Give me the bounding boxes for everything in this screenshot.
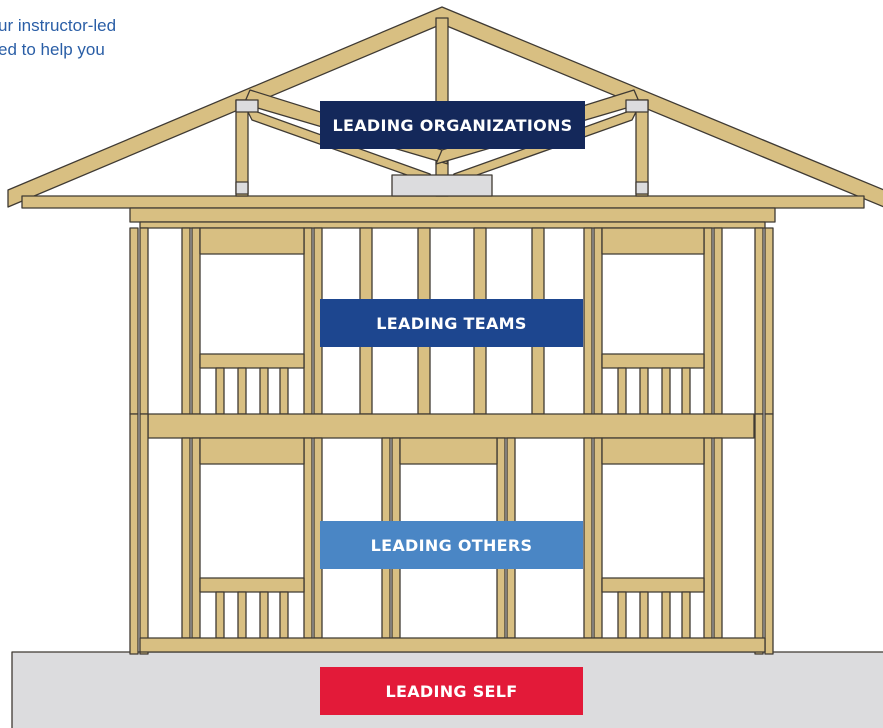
floor-band <box>147 413 755 439</box>
leading-teams-label: LEADING TEAMS <box>320 299 583 347</box>
intro-line-1: ur instructor-led <box>0 16 117 35</box>
intro-line-2: ed to help you <box>0 40 105 59</box>
leading-self-label: LEADING SELF <box>320 667 583 715</box>
top-plate <box>129 207 776 223</box>
lower-center-door <box>399 437 498 465</box>
lower-left-window <box>199 437 305 639</box>
leading-others-label: LEADING OTHERS <box>320 521 583 569</box>
intro-text: ur instructor-led ed to help you <box>0 14 116 62</box>
bottom-plate <box>139 637 766 653</box>
leading-organizations-label: LEADING ORGANIZATIONS <box>320 101 585 149</box>
lower-right-window <box>601 437 705 639</box>
upper-right-window <box>601 227 705 415</box>
upper-left-window <box>199 227 305 415</box>
